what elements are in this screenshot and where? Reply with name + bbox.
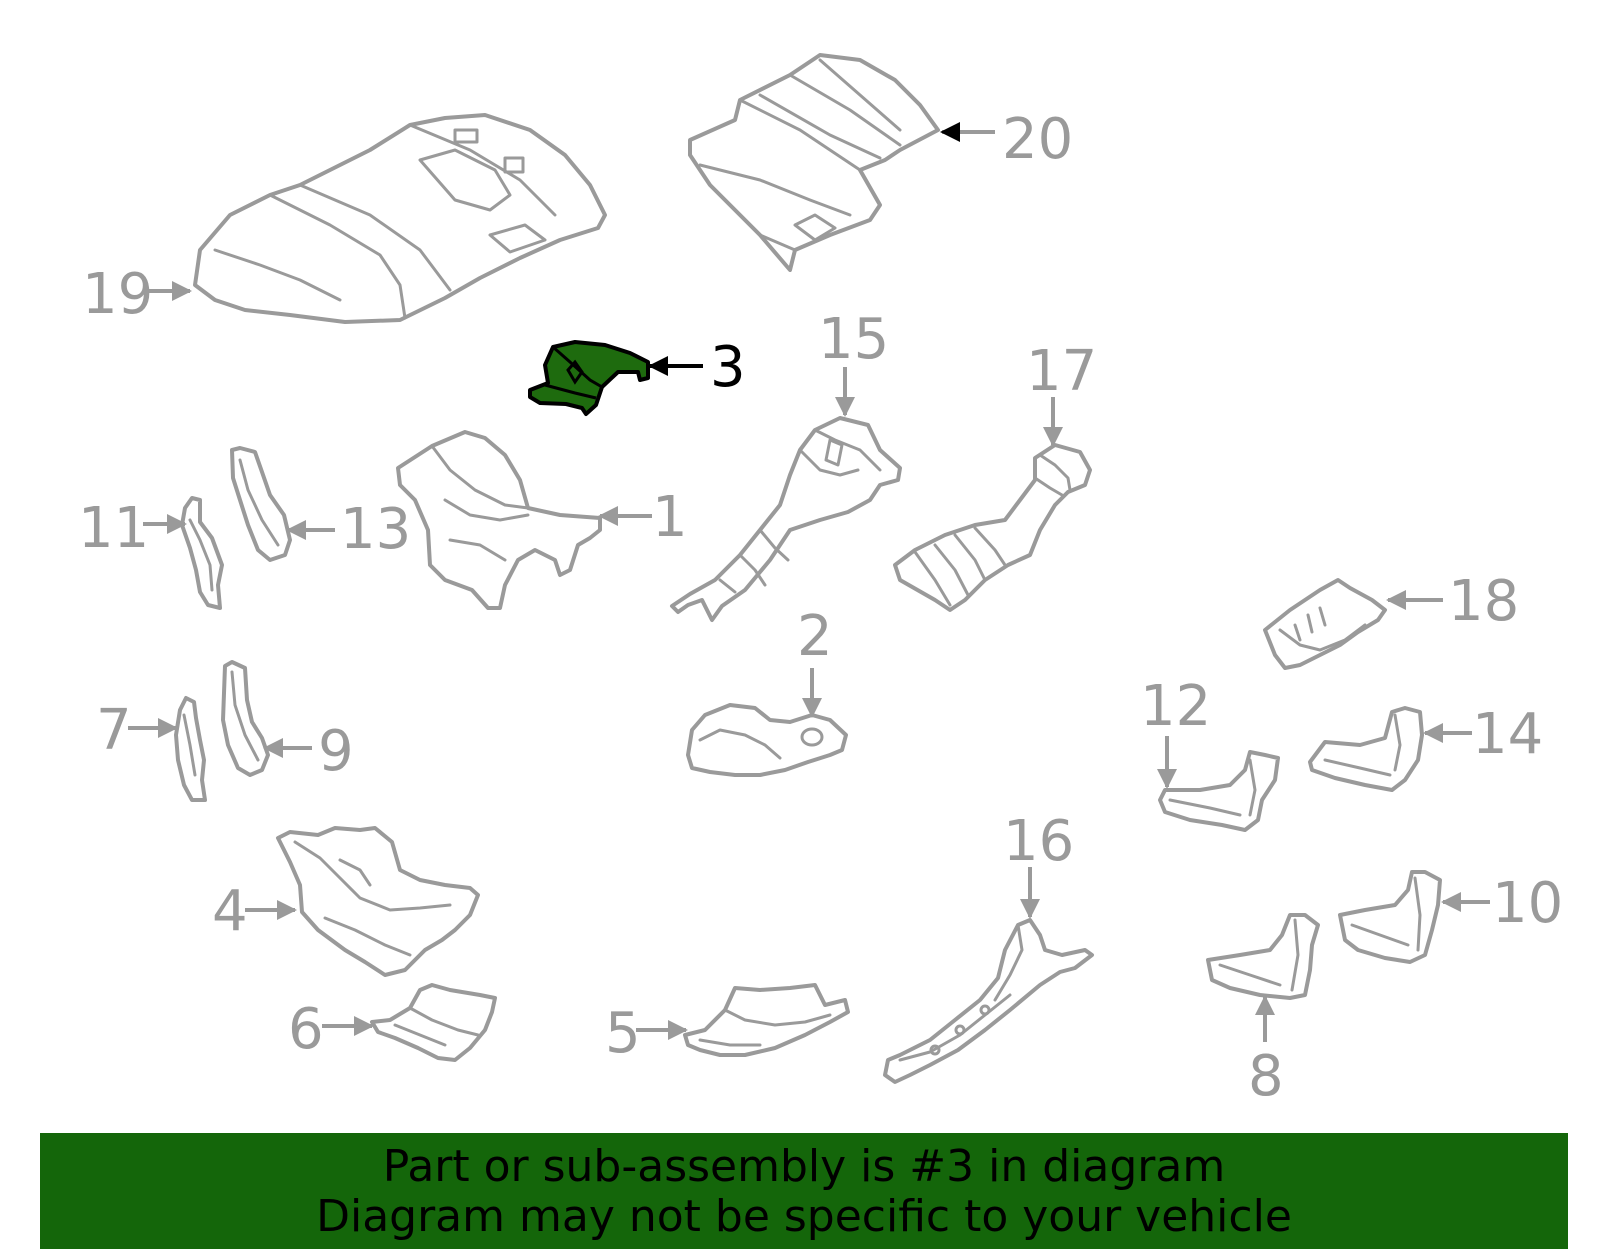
part-18-heat-shield [1263,578,1387,670]
part-13-heat-shield [230,446,292,562]
part-12-heat-shield [1158,750,1280,832]
part-8-heat-shield [1206,913,1320,1000]
part-1-heat-shield [396,430,602,610]
callout-12: 12 [1140,674,1211,739]
info-banner: Part or sub-assembly is #3 in diagram Di… [40,1133,1568,1249]
part-17-heat-shield [893,443,1092,612]
part-9-heat-shield [221,660,270,777]
callout-labels: 19 20 3 1 11 13 15 17 18 2 7 9 12 14 4 1… [78,107,1563,1109]
leader-lines [128,122,1490,1042]
callout-17: 17 [1026,339,1097,404]
callout-15: 15 [818,307,889,372]
callout-8: 8 [1248,1044,1284,1109]
part-2-heat-shield [686,703,848,777]
part-4-heat-shield [276,826,480,977]
callout-10: 10 [1492,871,1563,936]
part-15-heat-shield [670,416,902,622]
part-20-heat-shield [688,53,940,272]
callout-11: 11 [78,496,149,561]
callout-5: 5 [605,1001,641,1066]
callout-18: 18 [1448,569,1519,634]
callout-20: 20 [1002,107,1073,172]
callout-4: 4 [212,879,248,944]
callout-3: 3 [710,335,746,400]
part-6-heat-shield [370,983,497,1062]
callout-1: 1 [652,485,688,550]
part-19-heat-shield [193,113,607,324]
callout-9: 9 [318,719,354,784]
callout-19: 19 [82,262,153,327]
callout-7: 7 [96,698,132,763]
part-11-heat-shield [180,496,224,610]
part-16-heat-shield [883,918,1094,1084]
banner-line-1: Part or sub-assembly is #3 in diagram [382,1141,1226,1192]
part-10-heat-shield [1338,870,1442,964]
part-14-heat-shield [1308,706,1424,792]
callout-6: 6 [288,997,324,1062]
part-7-heat-shield [174,696,207,802]
callout-14: 14 [1472,702,1543,767]
callout-2: 2 [797,604,833,669]
banner-line-2: Diagram may not be specific to your vehi… [316,1191,1292,1242]
part-5-heat-shield [683,983,850,1057]
callout-13: 13 [340,497,411,562]
callout-16: 16 [1003,809,1074,874]
part-3-heat-shield-highlighted [528,340,650,416]
